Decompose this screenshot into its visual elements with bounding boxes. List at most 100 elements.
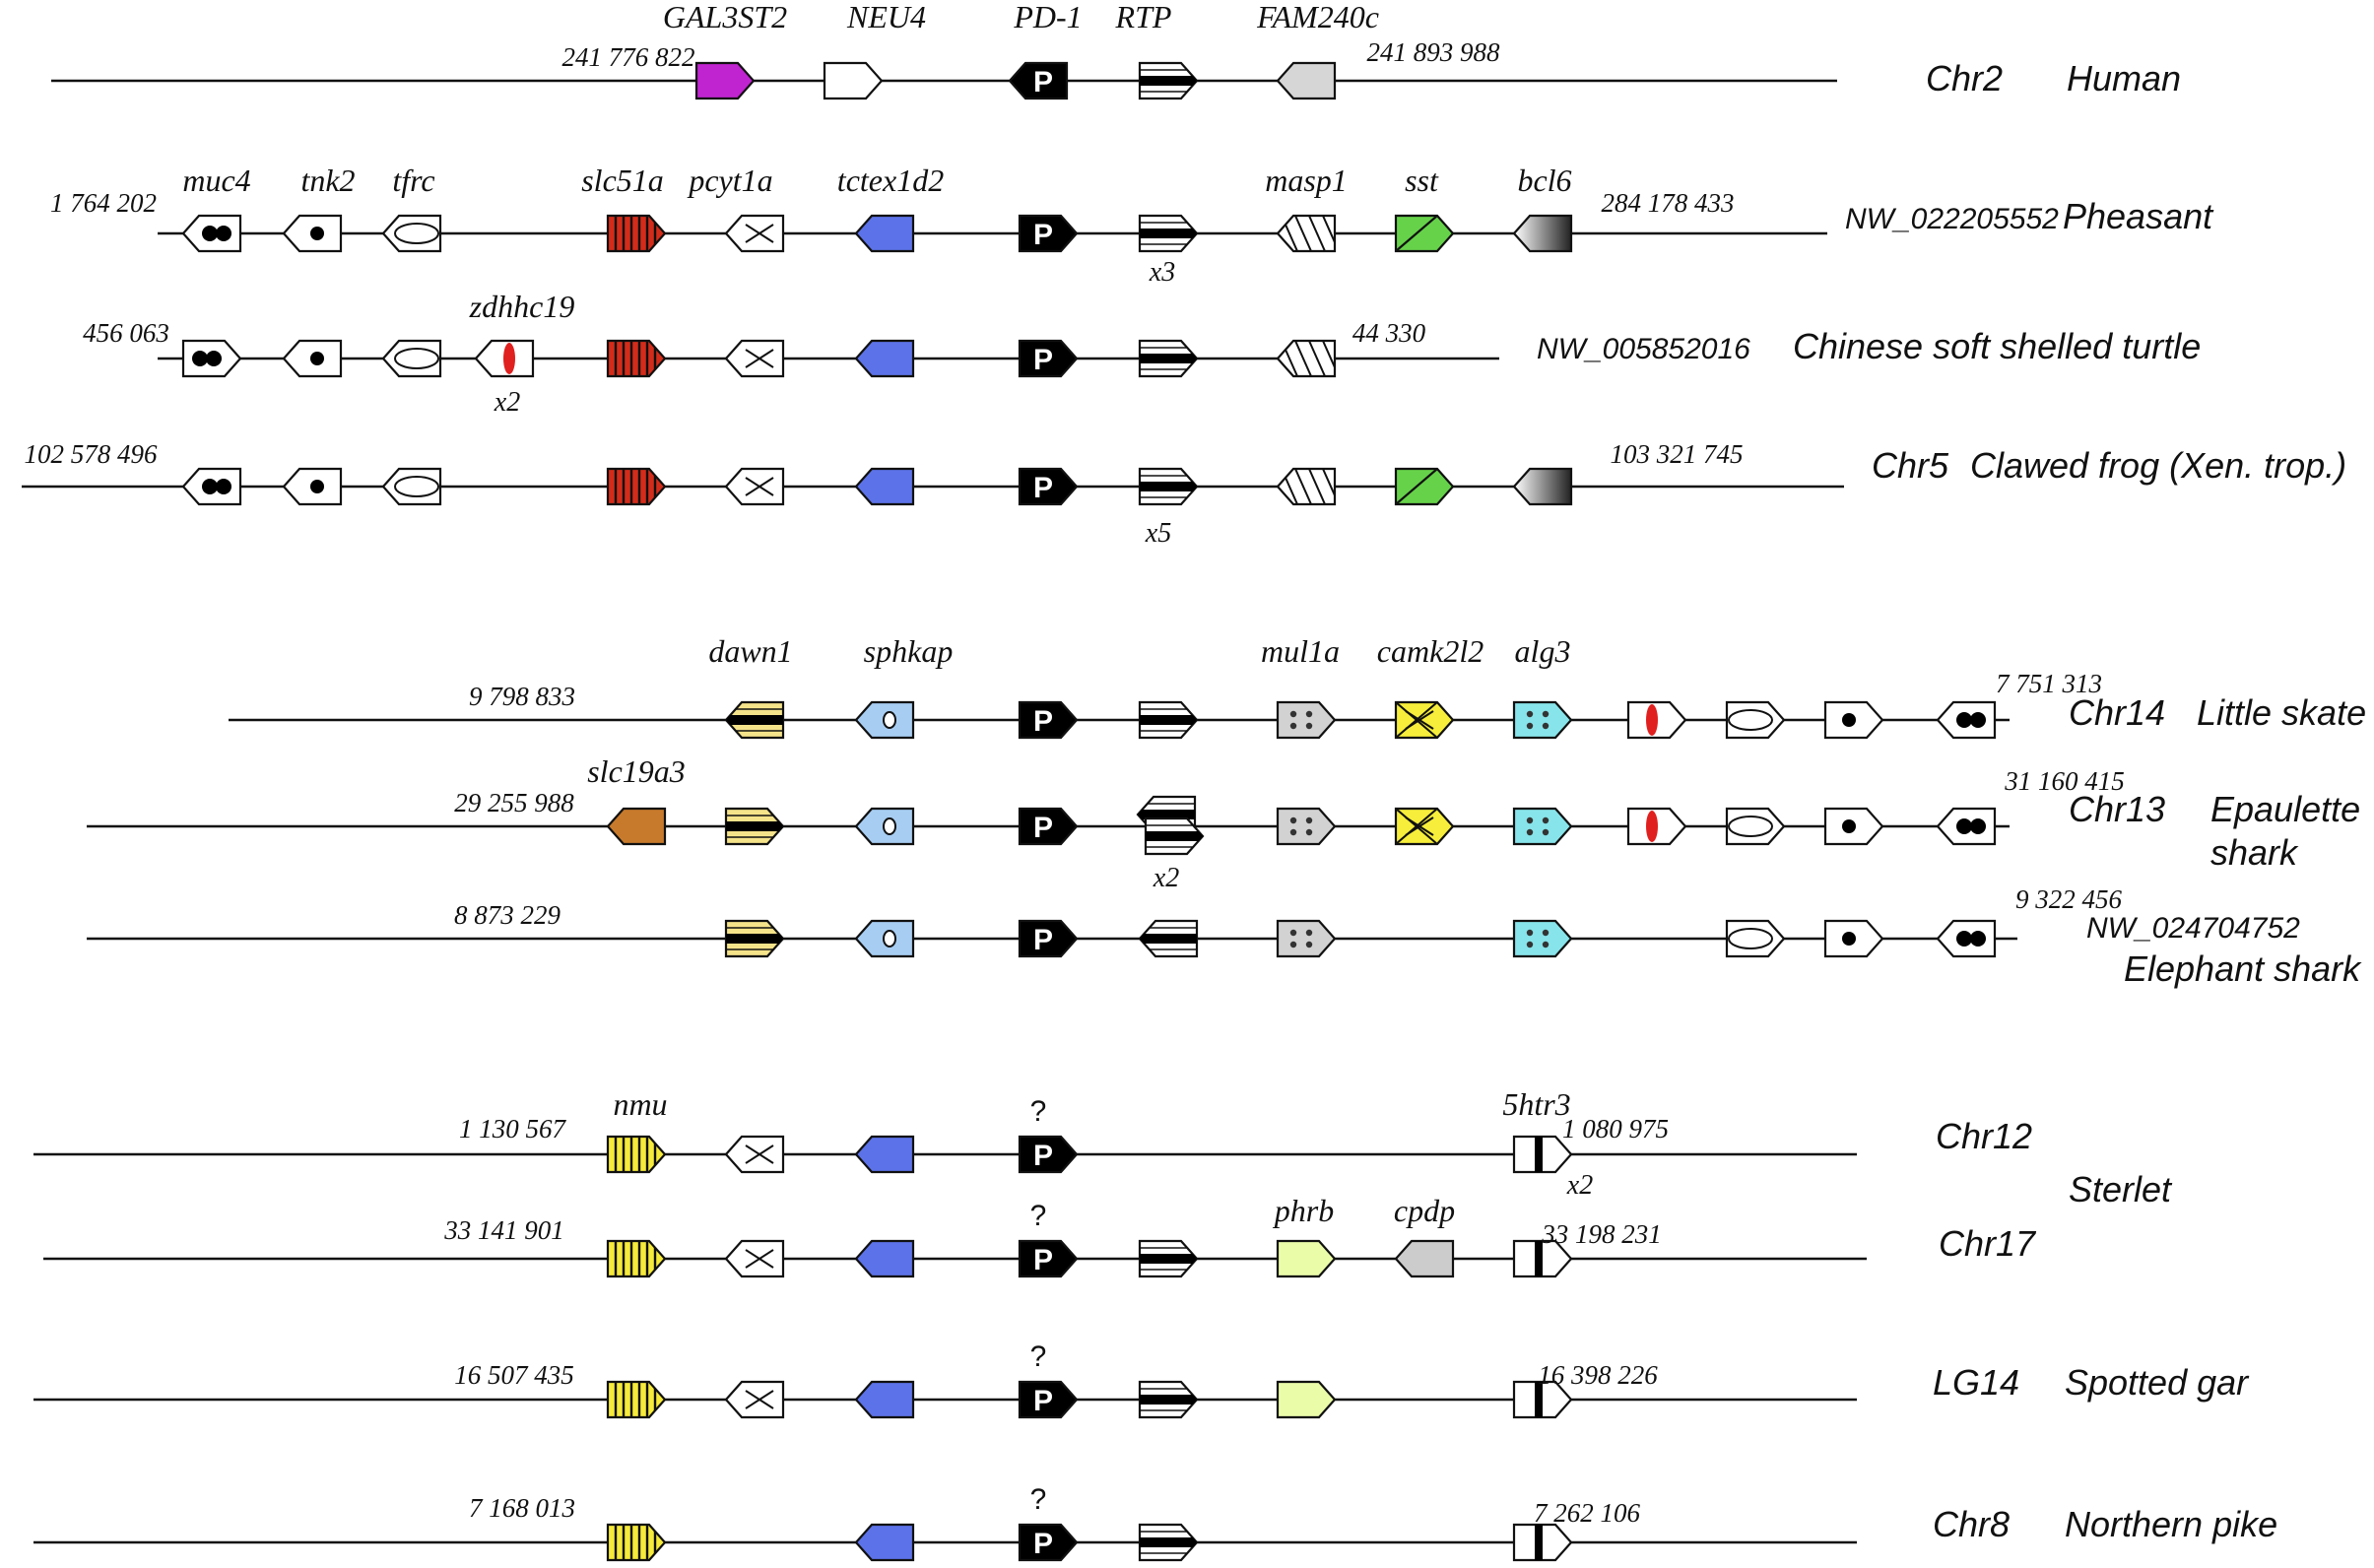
species-label: NW_024704752 [2086,912,2300,945]
coordinate-label: 8 873 229 [454,900,561,930]
coordinate-label: 456 063 [83,318,169,348]
gene-mul1a-pattern [1289,817,1313,836]
gene-htr3-pattern [1535,1137,1543,1172]
species-label: Chr12 [1936,1116,2032,1156]
gene-slc19a3-shape [606,807,667,846]
gene-cpdp-shape [1394,1239,1455,1278]
gene-zdhhc19-pattern [1646,704,1658,736]
gene-tnk2 [1823,807,1884,846]
gene-muc4-pattern [1956,818,1986,834]
gene-pd1-shape [1018,1380,1079,1419]
gene-bcl6 [1512,467,1573,506]
gene-alg3-pattern [1526,710,1550,730]
coordinate-label: 16 507 435 [454,1360,574,1390]
coordinate-label: 103 321 745 [1611,439,1744,469]
gene-slc51a-shape [606,214,667,253]
gene-tctex1d2 [854,1523,915,1562]
gene-pd1-shape [1018,1135,1079,1174]
gene-sst-shape [1394,214,1455,253]
gene-tfrc [1725,919,1786,958]
coordinate-label: 1 764 202 [50,188,157,218]
gene-muc4-pattern [1956,931,1986,947]
gene-label: PD-1 [1013,0,1082,34]
gene-label: masp1 [1265,163,1348,198]
gene-neu4: NEU4 [823,0,926,100]
gene-muc4-pattern [202,226,231,241]
gene-htr3-pattern [1535,1525,1543,1560]
gene-alg3: alg3 [1512,633,1573,740]
gene-gal3st2: GAL3ST2 [663,0,787,100]
gene-tfrc-shape [381,467,442,506]
gene-tctex1d2 [854,339,915,378]
species-label: shark [2210,832,2299,873]
gene-label: tnk2 [300,163,355,198]
gene-slc51a-shape [606,339,667,378]
gene-camk2l2-shape [1394,807,1455,846]
coordinate-label: 241 893 988 [1367,37,1501,67]
gene-tctex1d2 [854,1135,915,1174]
gene-pcyt1a-pattern [745,1144,774,1164]
gene-rtp [1138,1239,1199,1278]
gene-dawn1: dawn1 [708,633,793,740]
gene-tfrc [381,339,442,378]
gene-pd1-shape [1018,1523,1079,1562]
gene-tnk2-pattern [310,352,324,365]
gene-rtp: RTP [1115,0,1199,100]
gene-tfrc-shape [1725,807,1786,846]
gene-pcyt1a [724,467,785,506]
gene-pcyt1a-shape [724,467,785,506]
gene-tfrc-shape [1725,919,1786,958]
gene-label: tfrc [392,163,434,198]
gene-camk2l2: camk2l2 [1377,633,1484,740]
gene-muc4-pattern [1956,712,1986,728]
species-label: Spotted gar [2065,1362,2250,1403]
coordinate-label: 7 168 013 [469,1493,575,1523]
gene-nmu-shape [606,1523,667,1562]
gene-nmu: nmu [606,1086,668,1174]
gene-nmu-shape [606,1135,667,1174]
gene-htr3 [1512,1523,1573,1562]
pd1-letter: P [1033,219,1053,251]
species-label: Northern pike [2065,1504,2277,1544]
gene-zdhhc19-pattern [503,343,515,374]
coordinate-label: 284 178 433 [1602,188,1735,218]
pd1-letter: P [1033,472,1053,504]
gene-label: dawn1 [708,633,792,669]
gene-phrb-shape [1276,1380,1337,1419]
gene-rtp: x2 [1136,795,1205,893]
unknown-mark: ? [1030,1483,1047,1516]
gene-sst: sst [1394,163,1455,253]
gene-nmu-shape [606,1380,667,1419]
gene-tnk2-pattern [310,480,324,493]
pd1-letter: P [1033,66,1053,98]
gene-sphkap-pattern [883,711,896,729]
gene-pcyt1a-shape [724,339,785,378]
gene-label: tctex1d2 [837,163,944,198]
gene-rtp [1138,919,1199,958]
gene-rtp: x5 [1138,467,1199,549]
gene-tfrc-shape [381,339,442,378]
species-label: NW_005852016 [1537,333,1750,365]
coordinate-label: 7 751 313 [1996,669,2102,698]
gene-muc4 [1936,919,1997,958]
gene-zdhhc19 [1626,807,1687,846]
gene-label: pcyt1a [687,163,772,198]
species-label: Clawed frog (Xen. trop.) [1970,445,2346,486]
gene-label: camk2l2 [1377,633,1484,669]
gene-tnk2 [282,467,343,506]
species-label: Chr14 [2069,692,2165,733]
coordinate-label: 44 330 [1352,318,1426,348]
gene-tfrc-pattern [394,348,439,369]
gene-tfrc-pattern [1728,816,1773,837]
gene-phrb [1276,1380,1337,1419]
gene-pcyt1a-pattern [745,1390,774,1409]
coordinate-label: 31 160 415 [2004,766,2125,796]
pd1-letter: P [1033,1385,1053,1417]
gene-mul1a [1276,919,1337,958]
gene-tctex1d2-shape [854,467,915,506]
